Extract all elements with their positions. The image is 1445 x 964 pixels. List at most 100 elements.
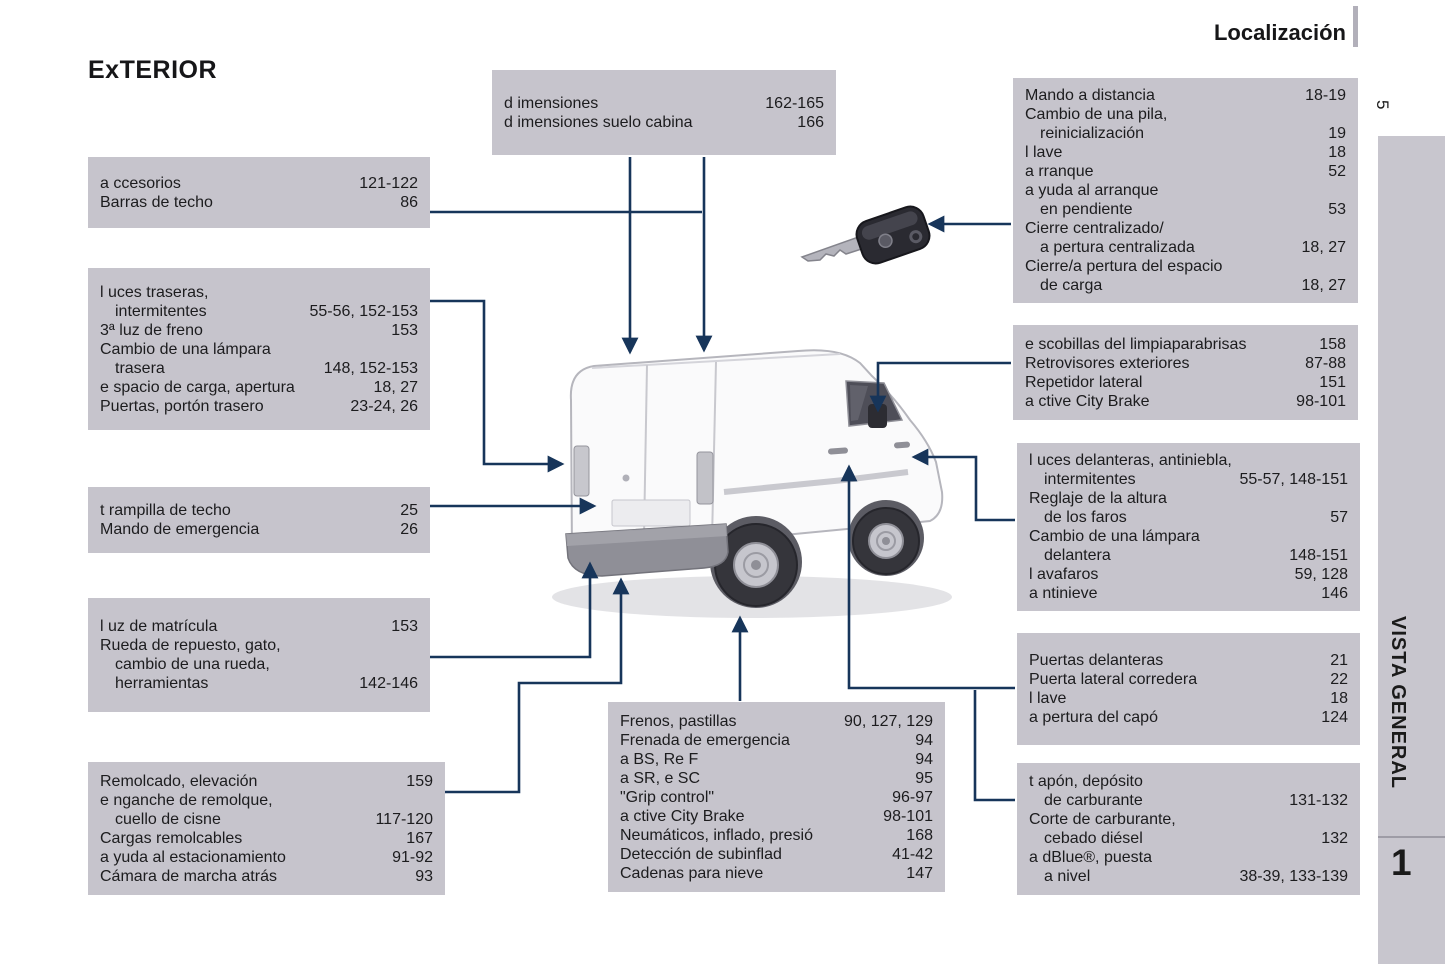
- entry-label: Frenada de emergencia: [620, 731, 790, 749]
- entry-label: a rranque: [1025, 163, 1094, 180]
- entry-label: cambio de una rueda,: [115, 656, 270, 673]
- entry-label: trasera: [115, 359, 165, 377]
- entry-pages: 18, 27: [373, 378, 418, 396]
- entry-pages: 148-151: [1289, 547, 1348, 564]
- entry-pages: 55-57, 148-151: [1239, 471, 1348, 488]
- index-entry: Reglaje de la altura: [1029, 489, 1348, 508]
- page-number: 5: [1373, 100, 1392, 110]
- entry-label: Mando de emergencia: [100, 521, 260, 538]
- entry-label: cebado diésel: [1044, 830, 1143, 847]
- entry-label: Frenos, pastillas: [620, 712, 737, 730]
- entry-pages: 91-92: [392, 848, 433, 866]
- chapter-number: 1: [1391, 842, 1412, 883]
- entry-label: delantera: [1044, 547, 1111, 564]
- index-entry: a yuda al estacionamiento 91-92: [100, 848, 433, 867]
- entry-pages: 90, 127, 129: [844, 712, 933, 730]
- entry-pages: 159: [406, 772, 433, 790]
- entry-pages: 23-24, 26: [350, 397, 418, 415]
- index-entry: Repetidor lateral 151: [1025, 373, 1346, 392]
- entry-pages: 41-42: [892, 845, 933, 863]
- entry-pages: 18: [1328, 144, 1346, 161]
- entry-label: Detección de subinflad: [620, 845, 782, 863]
- index-entry: Frenos, pastillas 90, 127, 129: [620, 712, 933, 731]
- sidebar-band: VISTA GENERAL 1: [1378, 136, 1445, 964]
- sidebar-chapter-label: VISTA GENERAL: [1387, 616, 1409, 790]
- index-entry: Cierre/a pertura del espacio: [1025, 257, 1346, 276]
- entry-label: Cambio de una lámpara: [1029, 528, 1200, 545]
- index-entry: Rueda de repuesto, gato,: [100, 636, 418, 655]
- entry-label: reinicialización: [1040, 125, 1145, 142]
- entry-pages: 87-88: [1305, 354, 1346, 372]
- entry-label: Mando a distancia: [1025, 87, 1155, 104]
- entry-pages: 151: [1319, 373, 1346, 391]
- index-entry: l uces delanteras, antiniebla,: [1029, 451, 1348, 470]
- entry-label: a yuda al estacionamiento: [100, 848, 286, 866]
- index-entry: a dBlue®, puesta: [1029, 848, 1348, 867]
- entry-pages: 166: [797, 113, 824, 131]
- entry-pages: 147: [906, 864, 933, 882]
- entry-pages: 117-120: [375, 810, 433, 828]
- entry-label: Repetidor lateral: [1025, 373, 1143, 391]
- van-illustration: [552, 349, 952, 618]
- entry-label: intermitentes: [1044, 471, 1136, 488]
- entry-pages: 38-39, 133-139: [1239, 868, 1348, 885]
- index-entry: intermitentes 55-57, 148-151: [1029, 470, 1348, 489]
- entry-pages: 167: [406, 829, 433, 847]
- entry-pages: 98-101: [1296, 392, 1346, 410]
- entry-label: a SR, e SC: [620, 769, 701, 787]
- entry-label: Cierre centralizado/: [1025, 220, 1164, 237]
- entry-pages: 26: [400, 521, 418, 538]
- index-entry: Mando de emergencia 26: [100, 520, 418, 539]
- entry-pages: 131-132: [1289, 792, 1348, 809]
- entry-label: Rueda de repuesto, gato,: [100, 637, 281, 654]
- entry-label: l uces delanteras, antiniebla,: [1029, 452, 1232, 469]
- entry-label: Cierre/a pertura del espacio: [1025, 258, 1223, 275]
- entry-label: l uz de matrícula: [100, 618, 218, 635]
- entry-label: e spacio de carga, apertura: [100, 378, 295, 396]
- entry-label: 3ª luz de freno: [100, 321, 203, 339]
- entry-label: Remolcado, elevación: [100, 772, 258, 790]
- index-entry: e nganche de remolque,: [100, 791, 433, 810]
- entry-label: l avafaros: [1029, 566, 1099, 583]
- index-entry: t apón, depósito: [1029, 772, 1348, 791]
- index-entry: a yuda al arranque: [1025, 181, 1346, 200]
- entry-pages: 18, 27: [1301, 277, 1346, 294]
- index-entry: Remolcado, elevación 159: [100, 772, 433, 791]
- index-entry: "Grip control"96-97: [620, 788, 933, 807]
- entry-label: de carburante: [1044, 792, 1143, 809]
- index-entry: cambio de una rueda,: [100, 655, 418, 674]
- entry-label: a ccesorios: [100, 174, 181, 192]
- entry-label: Corte de carburante,: [1029, 811, 1176, 828]
- entry-pages: 148, 152-153: [323, 359, 418, 377]
- entry-pages: 59, 128: [1294, 566, 1348, 583]
- entry-pages: 94: [915, 750, 933, 768]
- index-entry: delantera 148-151: [1029, 546, 1348, 565]
- index-entry: Cambio de una lámpara: [1029, 527, 1348, 546]
- entry-label: a pertura del capó: [1029, 709, 1158, 726]
- entry-label: de carga: [1040, 277, 1103, 294]
- entry-pages: 57: [1330, 509, 1348, 526]
- entry-label: "Grip control": [620, 788, 715, 806]
- index-box-luces-delanteras: l uces delanteras, antiniebla,intermiten…: [1017, 443, 1360, 611]
- connector-lines: [430, 157, 1015, 802]
